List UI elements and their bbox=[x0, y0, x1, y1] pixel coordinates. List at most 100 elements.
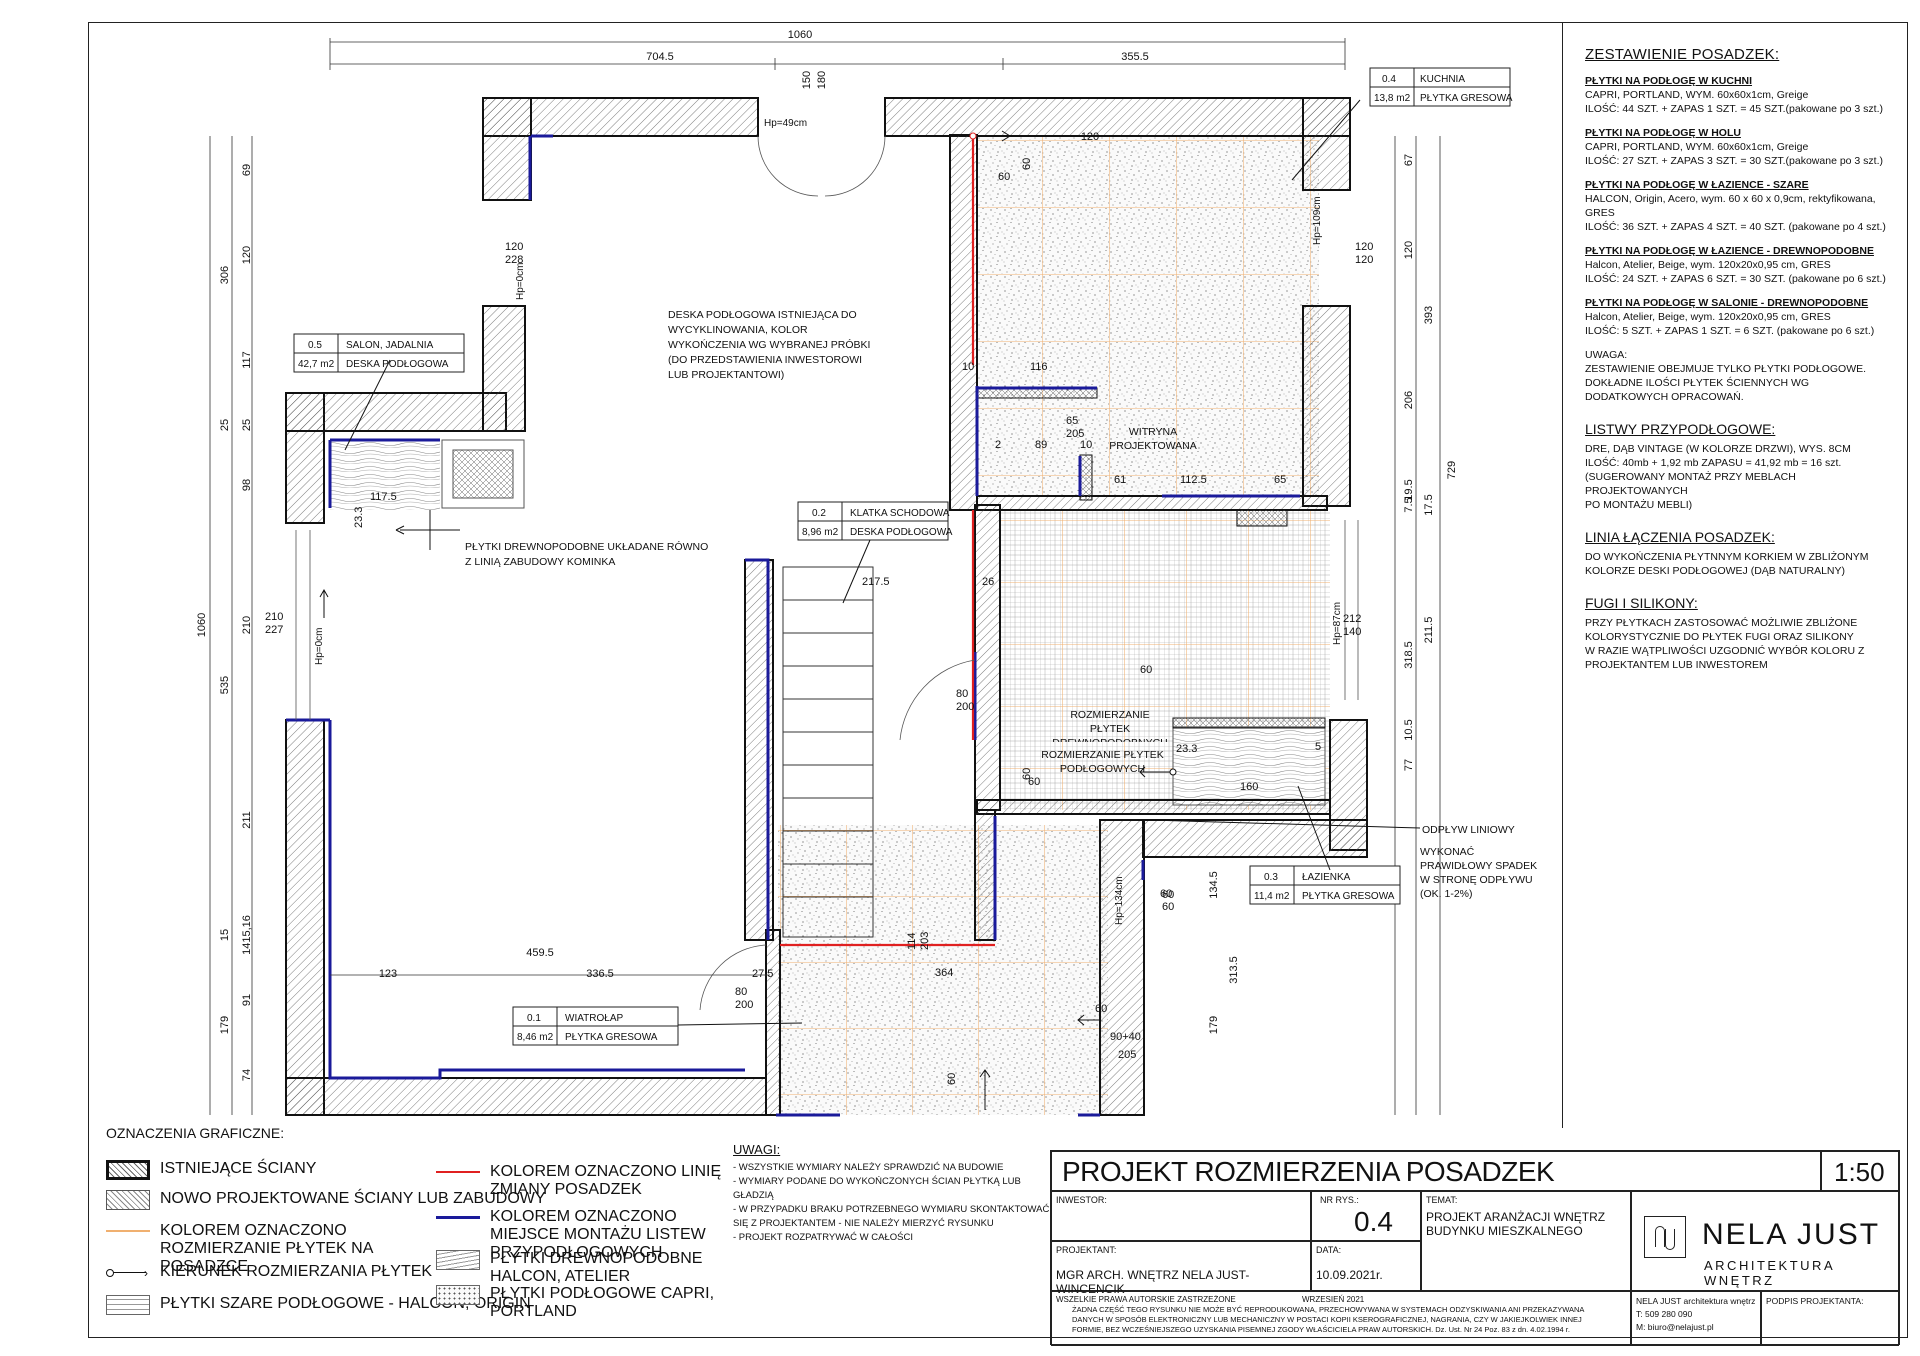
svg-text:217.5: 217.5 bbox=[862, 576, 890, 588]
notes-uwagi: UWAGI: - WSZYSTKIE WYMIARY NALEŻY SPRAWD… bbox=[733, 1142, 1050, 1244]
legend-item-direction: › KIERUNEK ROZMIERZANIA PŁYTEK bbox=[106, 1263, 432, 1283]
svg-text:203: 203 bbox=[919, 932, 931, 950]
svg-text:67: 67 bbox=[1403, 154, 1415, 166]
logo: NELA JUST ARCHITEKTURA WNĘTRZ bbox=[1631, 1191, 1899, 1291]
note-spadek: WYKONAĆ PRAWIDŁOWY SPADEK W STRONĘ ODPŁY… bbox=[1420, 846, 1538, 900]
svg-text:77: 77 bbox=[1403, 759, 1415, 771]
linia-title: LINIA ŁĄCZENIA POSADZEK: bbox=[1585, 529, 1775, 545]
svg-text:318.5: 318.5 bbox=[1403, 641, 1415, 669]
svg-text:Hp=109cm: Hp=109cm bbox=[1312, 196, 1323, 245]
kitchen-floor bbox=[977, 135, 1319, 495]
svg-text:0.3: 0.3 bbox=[1264, 872, 1278, 883]
note-plytki-drew: PŁYTKI DREWNOPODOBNE UKŁADANE RÓWNO Z LI… bbox=[465, 541, 709, 568]
dim-top-right: 355.5 bbox=[1121, 51, 1149, 63]
svg-text:179: 179 bbox=[1208, 1016, 1220, 1034]
svg-text:60: 60 bbox=[1140, 664, 1152, 676]
svg-text:KLATKA SCHODOWA: KLATKA SCHODOWA bbox=[850, 508, 950, 519]
hall-floor bbox=[778, 825, 1108, 1115]
svg-text:200: 200 bbox=[956, 701, 974, 713]
svg-text:23.3: 23.3 bbox=[353, 507, 365, 528]
dim-top-left: 704.5 bbox=[646, 51, 674, 63]
drawing-number: 0.4 bbox=[1354, 1206, 1393, 1237]
svg-text:SALON, JADALNIA: SALON, JADALNIA bbox=[346, 340, 434, 351]
svg-text:8,96 m2: 8,96 m2 bbox=[802, 527, 839, 538]
tiling-direction-arrow bbox=[395, 510, 460, 550]
svg-text:2: 2 bbox=[995, 439, 1001, 451]
leader-wiatrolap bbox=[677, 1022, 803, 1026]
svg-text:116: 116 bbox=[1030, 361, 1048, 373]
svg-text:393: 393 bbox=[1423, 306, 1435, 324]
svg-text:60: 60 bbox=[1162, 901, 1174, 913]
note-witryna: WITRYNA PROJEKTOWANA bbox=[1109, 426, 1197, 452]
svg-text:KUCHNIA: KUCHNIA bbox=[1420, 74, 1465, 85]
leader-kuchnia bbox=[1291, 99, 1361, 181]
svg-text:210: 210 bbox=[265, 611, 283, 623]
svg-text:23.3: 23.3 bbox=[1176, 743, 1197, 755]
svg-text:0.1: 0.1 bbox=[527, 1013, 541, 1024]
svg-text:Hp=87cm: Hp=87cm bbox=[1332, 602, 1343, 645]
svg-text:15: 15 bbox=[219, 929, 231, 941]
listwy-text: DRE, DĄB VINTAGE (W KOLORZE DRZWI), WYS.… bbox=[1585, 443, 1851, 511]
dimension-lines bbox=[209, 38, 1441, 1115]
svg-text:98: 98 bbox=[241, 479, 253, 491]
drawing-scale: 1:50 bbox=[1834, 1157, 1885, 1187]
svg-text:80: 80 bbox=[956, 688, 968, 700]
dim-top-total: 1060 bbox=[788, 29, 812, 41]
svg-text:120: 120 bbox=[241, 246, 253, 264]
floor-change-lines bbox=[780, 136, 995, 947]
svg-text:60: 60 bbox=[1028, 776, 1040, 788]
svg-text:179: 179 bbox=[219, 1016, 231, 1034]
svg-text:80: 80 bbox=[735, 986, 747, 998]
svg-text:211.5: 211.5 bbox=[1423, 617, 1435, 644]
summary-uwaga: UWAGA:ZESTAWIENIE OBEJMUJE TYLKO PŁYTKI … bbox=[1585, 349, 1867, 403]
svg-text:60: 60 bbox=[946, 1073, 958, 1085]
svg-text:10.5: 10.5 bbox=[1403, 719, 1415, 740]
svg-text:180: 180 bbox=[816, 71, 828, 89]
designer-name: MGR ARCH. WNĘTRZ NELA JUST-WINCENCIK bbox=[1056, 1268, 1250, 1296]
legend: OZNACZENIA GRAFICZNE: bbox=[106, 1125, 726, 1147]
svg-text:205: 205 bbox=[1118, 1049, 1136, 1061]
svg-text:160: 160 bbox=[1240, 781, 1258, 793]
legend-item-change-line: KOLOREM OZNACZONO LINIĘ ZMIANY POSADZEK bbox=[436, 1163, 726, 1199]
drawing-subject: PROJEKT ARANŻACJI WNĘTRZ BUDYNKU MIESZKA… bbox=[1426, 1210, 1606, 1238]
direction-arrow-icon: › bbox=[106, 1263, 150, 1283]
svg-text:313.5: 313.5 bbox=[1228, 956, 1240, 984]
legend-item-existing-walls: ISTNIEJĄCE ŚCIANY bbox=[106, 1160, 316, 1180]
baseboard-lines bbox=[286, 134, 1300, 1117]
svg-text:0.2: 0.2 bbox=[812, 508, 826, 519]
plan-notes: DESKA PODŁOGOWA ISTNIEJĄCA DO WYCYKLINOW… bbox=[465, 309, 1538, 900]
svg-text:60: 60 bbox=[1021, 768, 1033, 780]
svg-text:27.5: 27.5 bbox=[752, 968, 773, 980]
svg-text:117: 117 bbox=[241, 351, 253, 369]
fireplace-dim: 117.5 bbox=[370, 491, 397, 503]
svg-text:0.5: 0.5 bbox=[308, 340, 322, 351]
summary-salon-wood: PŁYTKI NA PODŁOGĘ W SALONIE - DREWNOPODO… bbox=[1585, 297, 1875, 337]
logo-icon bbox=[1644, 1216, 1686, 1258]
svg-text:Hp=0cm: Hp=0cm bbox=[515, 262, 526, 300]
legend-item-wood-tiles: PŁYTKI DREWNOPODOBNE HALCON, ATELIER bbox=[436, 1250, 726, 1286]
svg-text:42,7 m2: 42,7 m2 bbox=[298, 359, 335, 370]
svg-text:Hp=134cm: Hp=134cm bbox=[1114, 876, 1125, 925]
svg-text:7.5: 7.5 bbox=[1403, 497, 1415, 512]
note-rozm-podl: ROZMIERZANIE PŁYTEK PODŁOGOWYCH bbox=[1041, 749, 1164, 775]
svg-text:114: 114 bbox=[906, 932, 918, 950]
legend-item-tiling: KOLOREM OZNACZONO ROZMIERZANIE PŁYTEK NA… bbox=[106, 1222, 396, 1276]
summary-bath-wood: PŁYTKI NA PODŁOGĘ W ŁAZIENCE - DREWNOPOD… bbox=[1585, 245, 1886, 285]
svg-text:25: 25 bbox=[241, 419, 253, 431]
svg-text:123: 123 bbox=[379, 968, 397, 980]
svg-text:25: 25 bbox=[219, 419, 231, 431]
svg-text:74: 74 bbox=[241, 1069, 253, 1081]
svg-text:112.5: 112.5 bbox=[1180, 474, 1207, 486]
svg-text:26: 26 bbox=[982, 576, 994, 588]
summary-title: ZESTAWIENIE POSADZEK: bbox=[1585, 46, 1780, 63]
svg-text:91: 91 bbox=[241, 994, 253, 1006]
svg-text:10: 10 bbox=[1080, 439, 1092, 451]
svg-text:89: 89 bbox=[1035, 439, 1047, 451]
svg-text:729: 729 bbox=[1446, 461, 1458, 479]
